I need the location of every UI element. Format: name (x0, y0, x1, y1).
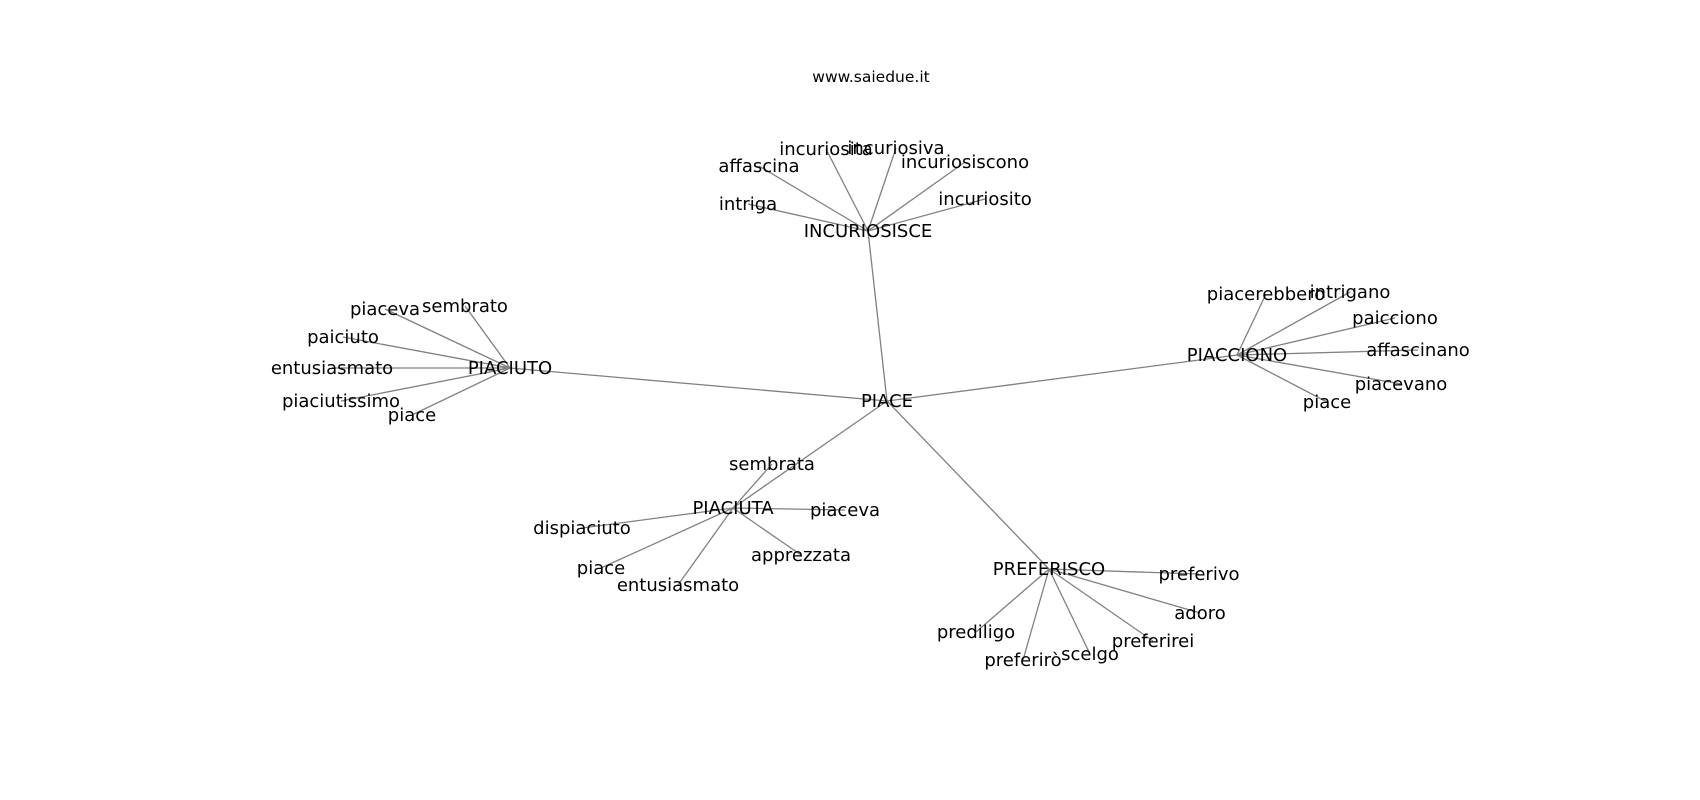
leaf-node-label: paiciuto (307, 327, 379, 348)
hub-leaf-edge (732, 507, 846, 511)
hub-leaf-edge (732, 507, 802, 556)
hub-leaf-edge (464, 305, 511, 369)
leaf-node-label: affascina (718, 156, 799, 177)
hub-leaf-edge (1236, 354, 1328, 403)
leaf-node-label: adoro (1174, 603, 1226, 624)
hub-leaf-edge (1236, 317, 1396, 356)
hub-leaf-edge (758, 165, 869, 232)
leaf-node-label: entusiasmato (617, 575, 739, 596)
leaf-node-label: piacevano (1355, 374, 1448, 395)
root-hub-edge (886, 354, 1238, 402)
hub-leaf-edge (1236, 291, 1351, 356)
hub-leaf-edge (1022, 568, 1050, 661)
root-hub-edge (732, 400, 888, 509)
leaf-node-label: intrigano (1310, 282, 1391, 303)
leaf-node-label: piace (388, 405, 436, 426)
hub-leaf-edge (1048, 568, 1091, 655)
leaf-node-label: apprezzata (751, 545, 851, 566)
watermark-text: www.saiedue.it (812, 68, 929, 86)
hub-leaf-edge (1236, 354, 1402, 385)
hub-node-label: INCURIOSISCE (804, 221, 933, 242)
hub-leaf-edge (384, 308, 511, 369)
hub-leaf-edge (867, 198, 986, 232)
leaf-node-label: piaceva (350, 299, 420, 320)
leaf-node-label: incuriosiva (847, 138, 944, 159)
hub-leaf-edge (1236, 349, 1419, 356)
hub-leaf-edge (747, 203, 869, 232)
leaf-node-label: preferirò (984, 650, 1061, 671)
leaf-node-label: dispiaciuto (533, 518, 631, 539)
hub-leaf-edge (600, 507, 734, 569)
hub-leaf-edge (1236, 293, 1267, 356)
leaf-node-label: piace (1303, 392, 1351, 413)
hub-leaf-edge (867, 147, 897, 232)
hub-leaf-edge (1048, 568, 1154, 642)
leaf-node-label: piaciutissimo (282, 391, 400, 412)
leaf-node-label: incuriosito (938, 189, 1032, 210)
edges-layer (332, 147, 1419, 661)
hub-leaf-edge (732, 463, 773, 509)
root-hub-edge (867, 230, 888, 402)
hub-node-label: PREFERISCO (993, 559, 1105, 580)
leaf-node-label: piace (577, 558, 625, 579)
leaf-node-label: sembrato (422, 296, 508, 317)
leaf-node-label: sembrata (729, 454, 815, 475)
hub-leaf-edge (1048, 568, 1201, 614)
hub-leaf-edge (867, 161, 966, 232)
leaf-node-label: scelgo (1061, 644, 1119, 665)
leaf-node-label: preferirei (1112, 631, 1194, 652)
leaf-node-label: incuriosiscono (901, 152, 1029, 173)
hub-leaf-edge (581, 507, 734, 529)
leaf-node-label: preferivo (1159, 564, 1240, 585)
leaf-node-label: entusiasmato (271, 358, 393, 379)
leaf-node-label: piaceva (810, 500, 880, 521)
hub-leaf-edge (340, 367, 511, 402)
hub-node-label: PIACIUTA (692, 498, 774, 519)
hub-leaf-edge (411, 367, 511, 416)
hub-leaf-edge (677, 507, 734, 586)
leaf-node-label: incuriosita (779, 139, 873, 160)
hub-node-label: PIACIUTO (468, 358, 552, 379)
leaf-node-label: intriga (719, 194, 777, 215)
hub-leaf-edge (1048, 568, 1200, 575)
hub-leaf-edge (825, 148, 869, 232)
root-node-label: PIACE (861, 391, 913, 412)
hub-node-label: PIACCIONO (1187, 345, 1287, 366)
leaf-node-label: affascinano (1366, 340, 1470, 361)
leaf-node-label: piacerebbero (1207, 284, 1325, 305)
root-hub-edge (886, 400, 1050, 570)
leaf-node-label: prediligo (937, 622, 1015, 643)
root-hub-edge (509, 367, 888, 402)
hub-leaf-edge (975, 568, 1050, 633)
leaf-node-label: paicciono (1352, 308, 1438, 329)
hub-leaf-edge (342, 336, 511, 369)
